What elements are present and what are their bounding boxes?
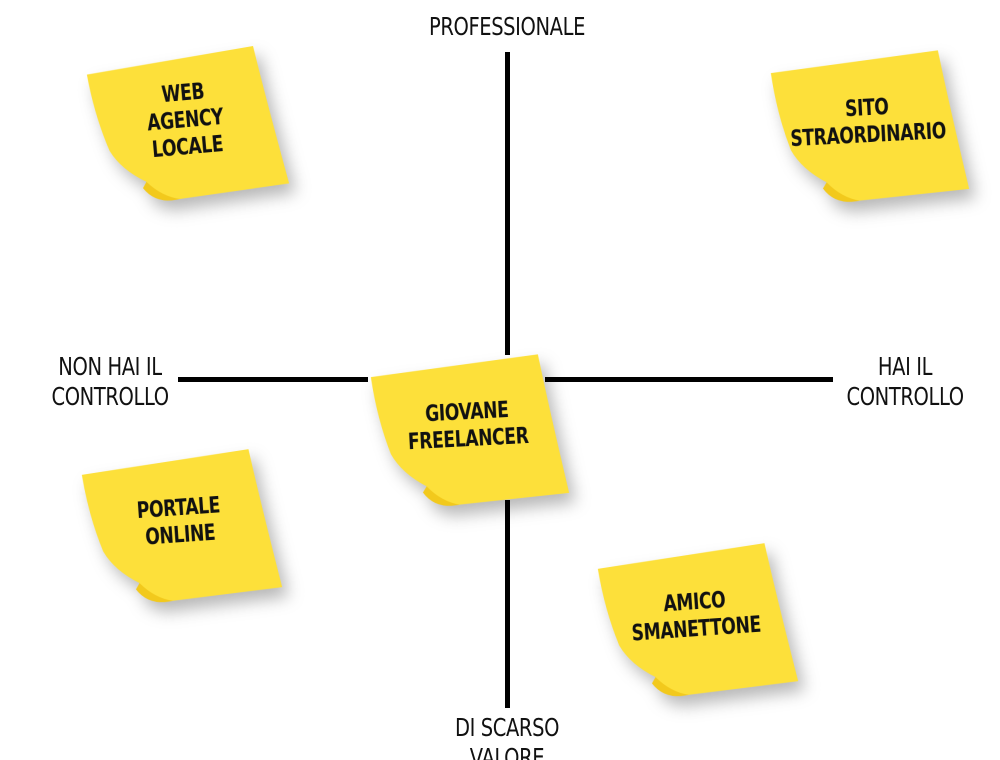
axis-label-top: PROFESSIONALE <box>428 12 586 41</box>
axis-label-left: NON HAI IL CONTROLLO <box>51 352 170 411</box>
axis-label-bottom: DI SCARSO VALORE <box>454 713 560 760</box>
sticky-note-label: GIOVANE FREELANCER <box>407 397 530 456</box>
vertical-axis-top <box>505 52 510 355</box>
sticky-note-shape <box>81 449 283 603</box>
horizontal-axis-right <box>545 377 833 382</box>
sticky-note-shape <box>597 543 799 697</box>
sticky-note-shape <box>770 50 970 202</box>
sticky-note-sito-straordinario: SITO STRAORDINARIO <box>766 41 975 221</box>
sticky-note-label: WEB AGENCY LOCALE <box>146 79 225 163</box>
sticky-note-label: AMICO SMANETTONE <box>630 588 762 647</box>
horizontal-axis-left <box>178 377 368 382</box>
sticky-note-shape <box>86 46 290 201</box>
sticky-note-shape <box>370 354 570 506</box>
sticky-note-web-agency: WEB AGENCY LOCALE <box>81 36 295 223</box>
sticky-note-label: PORTALE ONLINE <box>136 493 221 551</box>
sticky-note-label: SITO STRAORDINARIO <box>789 95 947 153</box>
sticky-note-portale-online: PORTALE ONLINE <box>76 439 287 623</box>
sticky-note-giovane-freelancer: GIOVANE FREELANCER <box>366 345 575 525</box>
vertical-axis-bottom <box>505 500 510 708</box>
sticky-note-amico-smanettone: AMICO SMANETTONE <box>592 533 803 717</box>
axis-label-right: HAI IL CONTROLLO <box>846 352 965 411</box>
